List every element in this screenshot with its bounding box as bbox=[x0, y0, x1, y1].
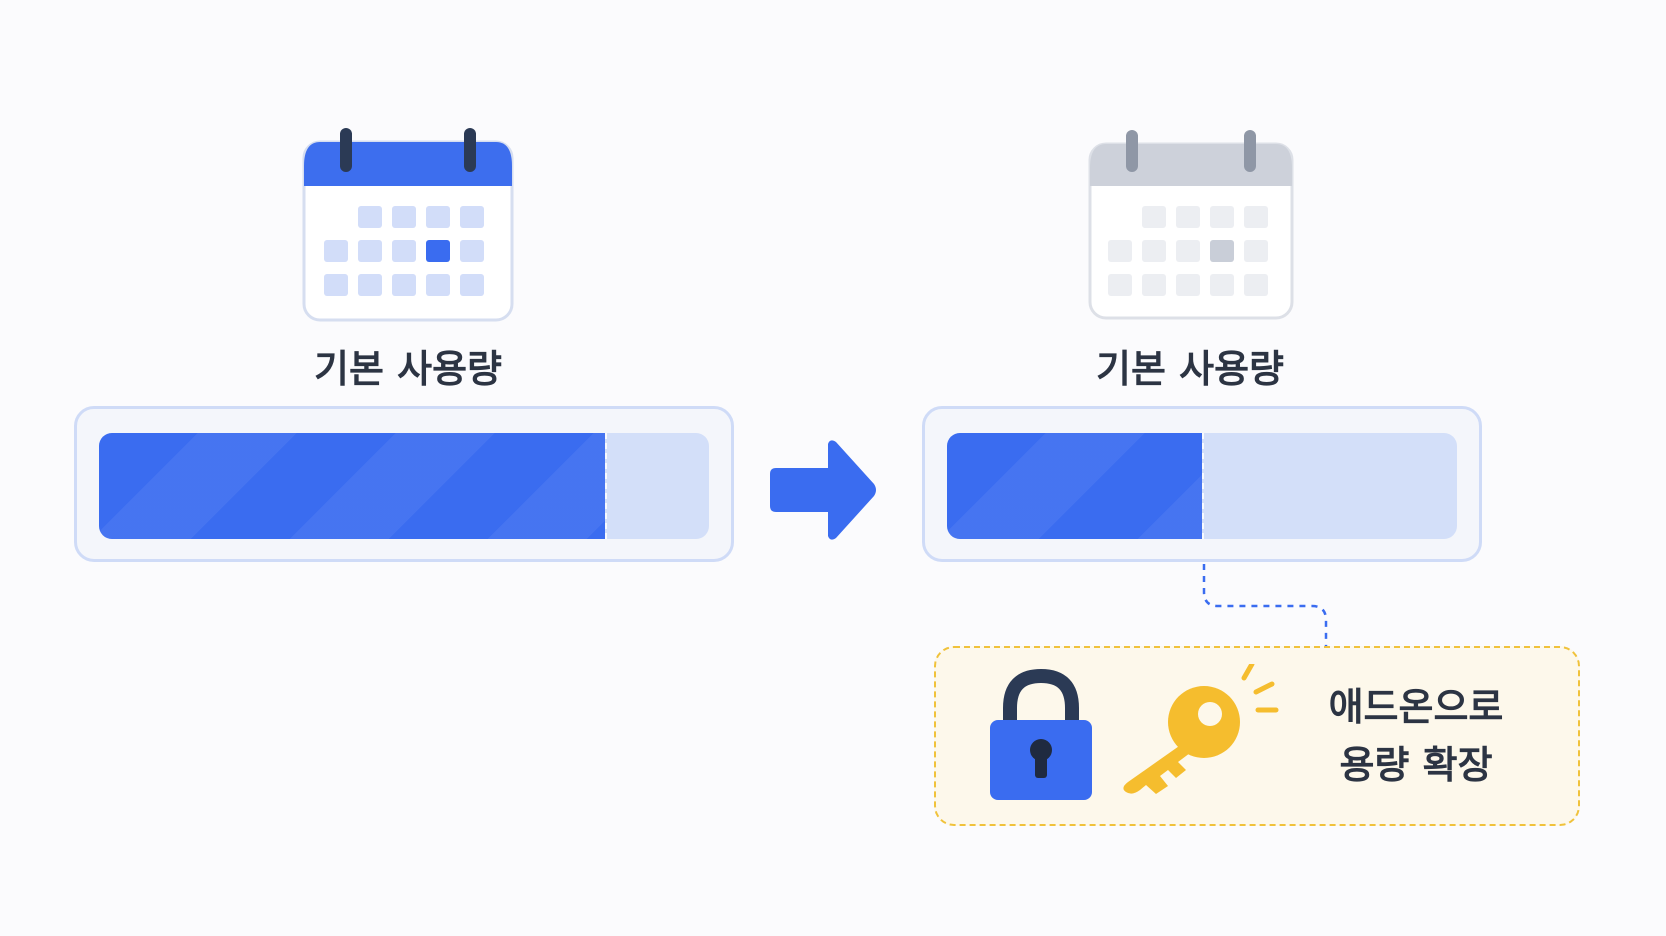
lock-icon bbox=[990, 668, 1092, 800]
left-usage-track bbox=[99, 433, 709, 539]
right-usage-limit-line bbox=[1202, 433, 1204, 539]
right-usage-track bbox=[947, 433, 1457, 539]
arrow-right-icon bbox=[770, 440, 876, 540]
addon-text: 애드온으로 용량 확장 bbox=[1306, 678, 1526, 794]
right-usage-bar bbox=[922, 406, 1482, 562]
left-usage-limit-line bbox=[605, 433, 608, 539]
calendar-icon bbox=[1088, 130, 1294, 320]
left-usage-fill bbox=[99, 433, 606, 539]
calendar-icon bbox=[302, 128, 514, 322]
right-usage-label: 기본 사용량 bbox=[1095, 347, 1285, 391]
left-usage-bar bbox=[74, 406, 734, 562]
left-usage-label: 기본 사용량 bbox=[313, 347, 503, 391]
key-icon bbox=[1123, 664, 1279, 794]
right-usage-fill bbox=[947, 433, 1202, 539]
addon-text-line2: 용량 확장 bbox=[1339, 743, 1493, 787]
addon-text-line1: 애드온으로 bbox=[1328, 685, 1504, 729]
connector-line bbox=[1202, 564, 1328, 648]
